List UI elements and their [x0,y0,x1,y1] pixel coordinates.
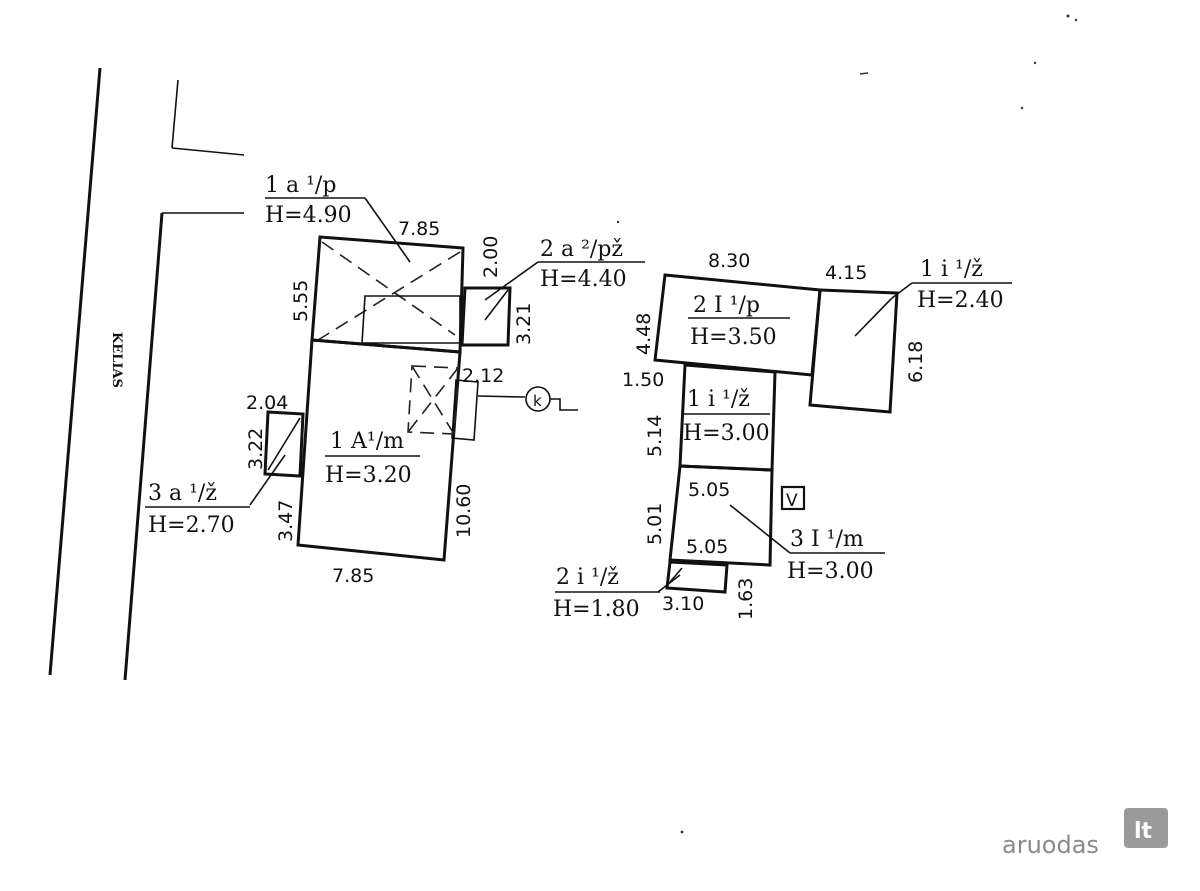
building-3a-leader [249,454,286,506]
well-marker-tail [550,398,578,411]
road-edge-stub [171,79,179,149]
dim-1a-depth: 5.55 [290,280,312,322]
dim-2a-depth: 3.21 [513,303,535,345]
dim-1a-width: 7.85 [398,218,440,240]
dim-3I-top: 5.05 [688,479,730,501]
dim-1A-side: 3.47 [275,500,297,542]
building-1i-mid-height: H=3.00 [683,421,770,446]
building-2i-leader [657,574,681,593]
road-edge-left [48,67,102,676]
scan-speck-8 [680,830,684,834]
well-marker-letter: k [533,392,542,410]
v-marker-letter: V [786,491,798,511]
building-1i-mid-outline [678,363,777,472]
scan-speck-4 [859,72,869,75]
building-1A-label: 1 A¹/m [330,429,404,454]
scan-speck-6 [616,220,620,224]
building-1i-right-outline [808,288,899,414]
building-3I: 3 I ¹/m H=3.00 V [668,464,885,584]
scan-speck-2 [1074,18,1078,22]
building-2i-height: H=1.80 [553,597,640,622]
scan-speck-3 [1033,61,1037,65]
building-3I-outline [668,464,774,567]
dim-2a-width: 2.00 [480,236,502,278]
building-1A: 1 A¹/m H=3.20 [296,338,479,562]
dim-3a-depth: 3.22 [245,428,267,470]
watermark: aruodas lt [1002,808,1168,859]
v-marker-box [780,485,806,511]
building-2a-leader [484,261,539,301]
building-1i-mid-label: 1 i ¹/ž [687,387,750,412]
road-label: KELIAS [109,332,124,388]
building-1i-right-height: H=2.40 [917,288,1004,313]
building-3a-label: 3 a ¹/ž [148,481,217,506]
building-2i-outline [665,560,729,594]
building-1A-outline [296,338,462,562]
scan-speck-7 [612,601,616,605]
building-1i-right-hatch [854,297,893,337]
watermark-text: aruodas [1002,831,1099,859]
building-2i-hatch [669,567,683,583]
building-2I-height: H=3.50 [690,325,777,350]
dim-3I-bottom: 5.05 [686,536,728,558]
building-2a-outline [460,286,512,347]
building-1a-hatch-b [317,251,461,341]
building-3I-label: 3 I ¹/m [790,527,864,552]
building-2i-label: 2 i ¹/ž [556,565,619,590]
building-3a: 3 a ¹/ž H=2.70 [145,410,305,538]
building-2a-label: 2 a ²/pž [540,237,623,262]
building-3a-hatch [267,417,301,471]
building-2I: 2 I ¹/p H=3.50 [653,273,822,377]
dim-2i-width: 3.10 [662,593,704,615]
well-marker-line [477,395,526,398]
scan-speck-5 [1020,106,1024,110]
road-edge-right [123,212,164,681]
building-1a-hatch-a [321,241,456,336]
building-1a-label: 1 a ¹/p [265,173,336,198]
building-1a-outline [310,235,465,354]
building-1i-right: 1 i ¹/ž H=2.40 [808,257,1012,414]
building-1A-stair-diag-a [411,365,455,435]
building-2I-label: 2 I ¹/p [693,293,760,318]
building-3I-leader [729,504,791,554]
building-1A-stair-diag-b [407,367,459,433]
building-1A-bay [451,379,479,441]
dim-1i-right-depth: 6.18 [905,341,927,383]
building-1i-right-leader [891,282,913,299]
building-2a-height: H=4.40 [540,267,627,292]
building-3a-outline [263,410,305,478]
dim-1A-depth: 10.60 [453,484,475,538]
dim-2I-width: 8.30 [708,250,750,272]
dim-1A-width: 7.85 [332,565,374,587]
building-1a-leader [364,197,411,263]
building-3a-height: H=2.70 [148,513,235,538]
dim-1i-mid-width: 1.50 [622,369,664,391]
watermark-logo-text: lt [1134,819,1153,844]
building-1i-right-label: 1 i ¹/ž [920,257,983,282]
watermark-logo-box [1124,808,1168,848]
dim-3a-width: 2.04 [246,392,288,414]
building-1A-stair-box [407,365,459,435]
driveway-top [171,147,245,156]
building-1i-mid: 1 i ¹/ž H=3.00 [678,363,777,472]
building-1a-height: H=4.90 [265,203,352,228]
building-3I-height: H=3.00 [787,559,874,584]
building-1a-inner [361,295,461,344]
dim-2i-depth: 1.63 [735,578,757,620]
dim-1A-neck: 2.12 [462,365,504,387]
well-marker: k [477,386,578,412]
building-1a: 1 a ¹/p H=4.90 [265,173,465,354]
scan-speck-1 [1066,14,1070,18]
building-1A-height: H=3.20 [325,463,412,488]
dim-3I-depth: 5.01 [644,503,666,545]
dim-2I-depth: 4.48 [633,313,655,355]
dim-1i-right-width: 4.15 [825,262,867,284]
dim-1i-mid-depth: 5.14 [644,415,666,457]
building-2i: 2 i ¹/ž H=1.80 [553,560,729,622]
building-2a-hatch [484,289,509,321]
building-2a: 2 a ²/pž H=4.40 [460,237,645,347]
